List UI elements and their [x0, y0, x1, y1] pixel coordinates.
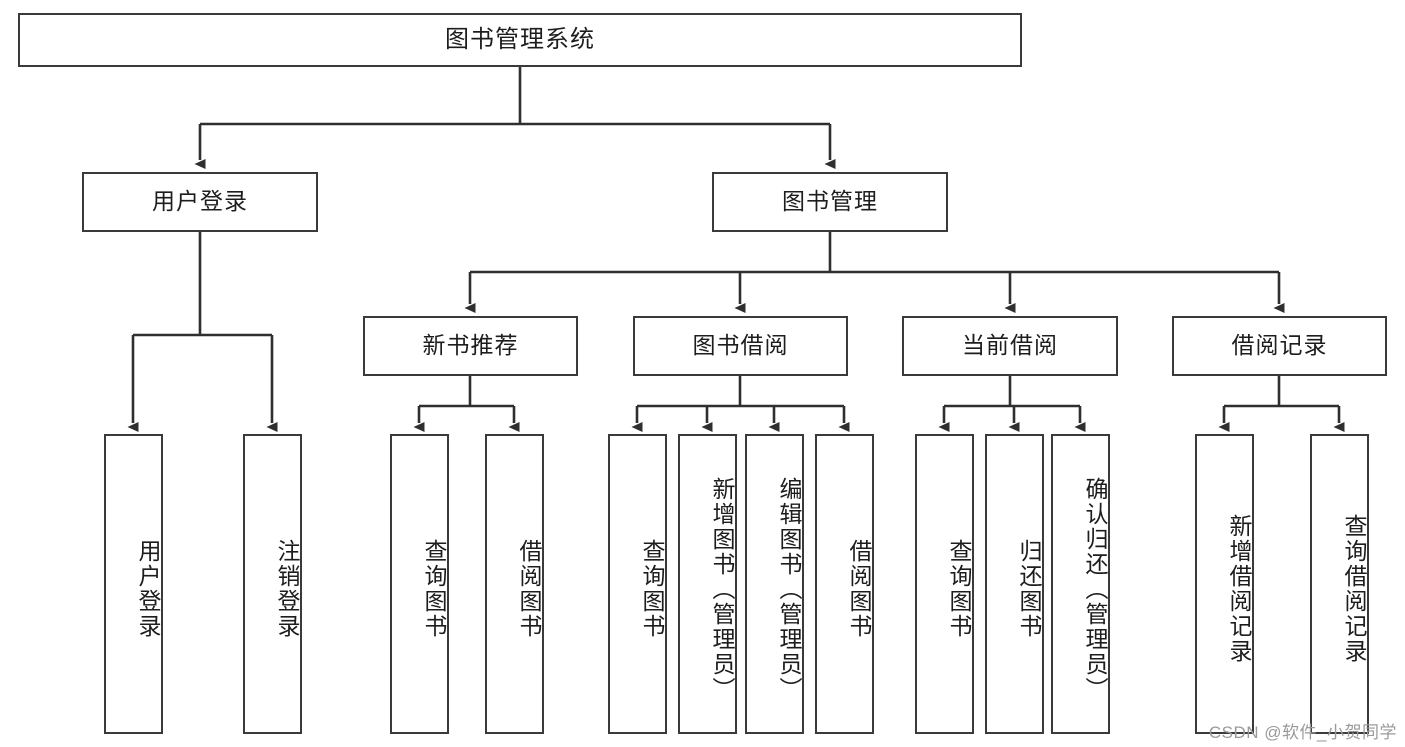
node-leaf-query-record-label: 查询借阅记录 [1341, 514, 1367, 664]
node-root-label: 图书管理系统 [445, 25, 595, 53]
node-leaf-add-book-label: 新增图书（管理员） [709, 476, 735, 702]
node-borrow-record-label: 借阅记录 [1231, 332, 1328, 359]
node-leaf-borrow-book-1-label: 借阅图书 [516, 539, 542, 639]
node-leaf-query-book-3-label: 查询图书 [946, 539, 972, 639]
node-leaf-borrow-book-1[interactable]: 借阅图书 [485, 434, 544, 734]
node-leaf-logout-label: 注销登录 [274, 539, 300, 639]
node-leaf-query-book-3[interactable]: 查询图书 [915, 434, 974, 734]
node-root[interactable]: 图书管理系统 [18, 13, 1022, 67]
watermark: CSDN @软件_小贺同学 [1208, 723, 1397, 742]
node-leaf-confirm-return[interactable]: 确认归还（管理员） [1051, 434, 1110, 734]
node-leaf-user-login[interactable]: 用户登录 [104, 434, 163, 734]
node-leaf-query-book-1[interactable]: 查询图书 [390, 434, 449, 734]
node-book-management-label: 图书管理 [782, 188, 878, 215]
node-leaf-return-book-label: 归还图书 [1016, 539, 1042, 639]
node-leaf-borrow-book-2[interactable]: 借阅图书 [815, 434, 874, 734]
node-user-login[interactable]: 用户登录 [82, 172, 318, 232]
node-leaf-borrow-book-2-label: 借阅图书 [846, 539, 872, 639]
node-current-borrow-label: 当前借阅 [962, 332, 1058, 359]
node-user-login-label: 用户登录 [152, 188, 248, 215]
node-leaf-query-book-2-label: 查询图书 [639, 539, 665, 639]
node-leaf-user-login-label: 用户登录 [135, 539, 161, 639]
node-leaf-confirm-return-label: 确认归还（管理员） [1082, 476, 1108, 702]
node-book-borrow-label: 图书借阅 [692, 332, 789, 359]
node-new-book-recommend[interactable]: 新书推荐 [363, 316, 578, 376]
node-book-management[interactable]: 图书管理 [712, 172, 948, 232]
node-leaf-add-record-label: 新增借阅记录 [1226, 514, 1252, 664]
node-leaf-query-book-2[interactable]: 查询图书 [608, 434, 667, 734]
node-leaf-return-book[interactable]: 归还图书 [985, 434, 1044, 734]
node-leaf-add-record[interactable]: 新增借阅记录 [1195, 434, 1254, 734]
node-new-book-recommend-label: 新书推荐 [422, 332, 519, 359]
node-leaf-query-book-1-label: 查询图书 [421, 539, 447, 639]
node-borrow-record[interactable]: 借阅记录 [1172, 316, 1387, 376]
node-leaf-add-book[interactable]: 新增图书（管理员） [678, 434, 737, 734]
node-leaf-edit-book[interactable]: 编辑图书（管理员） [745, 434, 804, 734]
node-book-borrow[interactable]: 图书借阅 [633, 316, 848, 376]
node-current-borrow[interactable]: 当前借阅 [902, 316, 1118, 376]
node-leaf-query-record[interactable]: 查询借阅记录 [1310, 434, 1369, 734]
node-leaf-edit-book-label: 编辑图书（管理员） [776, 476, 802, 702]
node-leaf-logout[interactable]: 注销登录 [243, 434, 302, 734]
